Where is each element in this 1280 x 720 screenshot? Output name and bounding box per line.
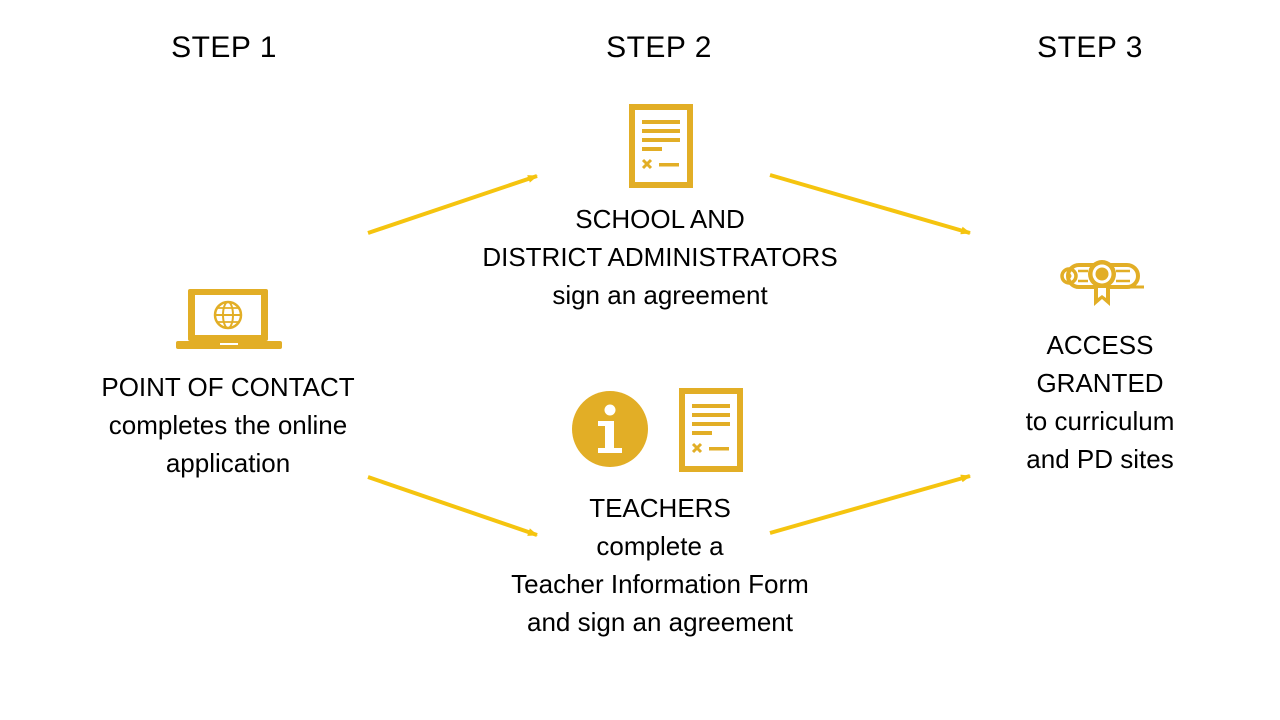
teachers-text: TEACHERS complete a Teacher Information … — [460, 489, 860, 641]
step-2-heading: STEP 2 — [606, 31, 712, 64]
arrow-administrators-to-access — [769, 173, 971, 235]
access-title: GRANTED — [1036, 368, 1164, 398]
agreement-document-icon — [679, 388, 743, 472]
teachers-line: and sign an agreement — [527, 607, 793, 637]
access-line: and PD sites — [1026, 444, 1174, 474]
step-1-heading: STEP 1 — [171, 31, 277, 64]
administrators-line: sign an agreement — [552, 280, 768, 310]
info-circle-icon — [572, 391, 648, 467]
access-line: to curriculum — [1025, 406, 1175, 436]
administrators-text: SCHOOL AND DISTRICT ADMINISTRATORS sign … — [460, 200, 860, 314]
step-3-heading: STEP 3 — [1037, 31, 1143, 64]
agreement-document-icon — [629, 104, 693, 188]
administrators-title: SCHOOL AND — [575, 204, 745, 234]
laptop-globe-icon — [176, 289, 282, 349]
point-of-contact-line: completes the online — [108, 410, 348, 440]
teachers-line: Teacher Information Form — [511, 569, 809, 599]
arrow-teachers-to-access — [769, 474, 971, 535]
arrow-poc-to-administrators — [367, 174, 538, 235]
teachers-line: complete a — [596, 531, 724, 561]
arrow-poc-to-teachers — [367, 475, 538, 537]
access-granted-text: ACCESS GRANTED to curriculum and PD site… — [990, 326, 1210, 478]
diploma-icon — [1060, 260, 1144, 306]
access-title: ACCESS — [1046, 330, 1154, 360]
point-of-contact-line: application — [165, 448, 291, 478]
teachers-title: TEACHERS — [589, 493, 731, 523]
administrators-title: DISTRICT ADMINISTRATORS — [482, 242, 838, 272]
point-of-contact-title: POINT OF CONTACT — [101, 372, 355, 402]
point-of-contact-text: POINT OF CONTACT completes the online ap… — [78, 368, 378, 482]
